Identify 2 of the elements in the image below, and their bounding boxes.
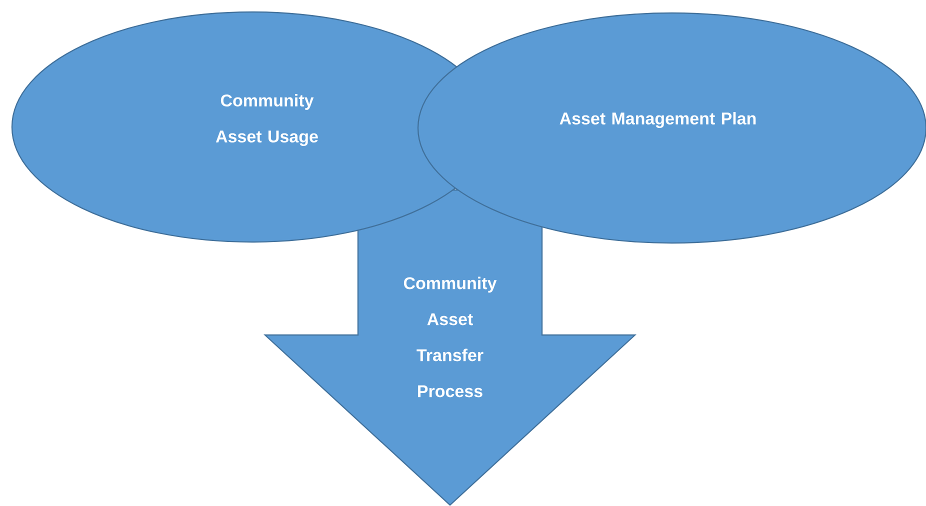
- node-label: Community Asset Transfer Process: [404, 276, 497, 398]
- node-label: Asset Management Plan: [560, 112, 756, 128]
